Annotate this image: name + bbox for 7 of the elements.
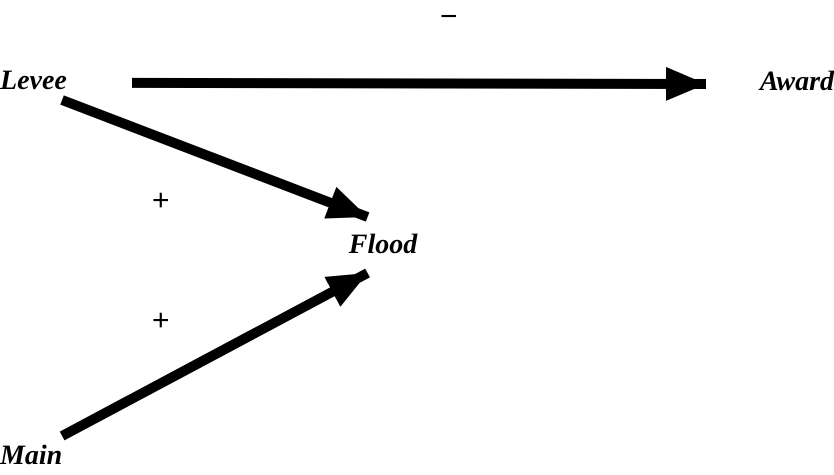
node-label: Flood — [348, 229, 418, 261]
arrow — [132, 66, 706, 101]
node-label: Award — [760, 66, 834, 98]
node-label: Main — [0, 440, 62, 472]
arrow — [60, 268, 370, 440]
arrow — [60, 95, 370, 222]
node-label: Levee — [0, 65, 67, 97]
